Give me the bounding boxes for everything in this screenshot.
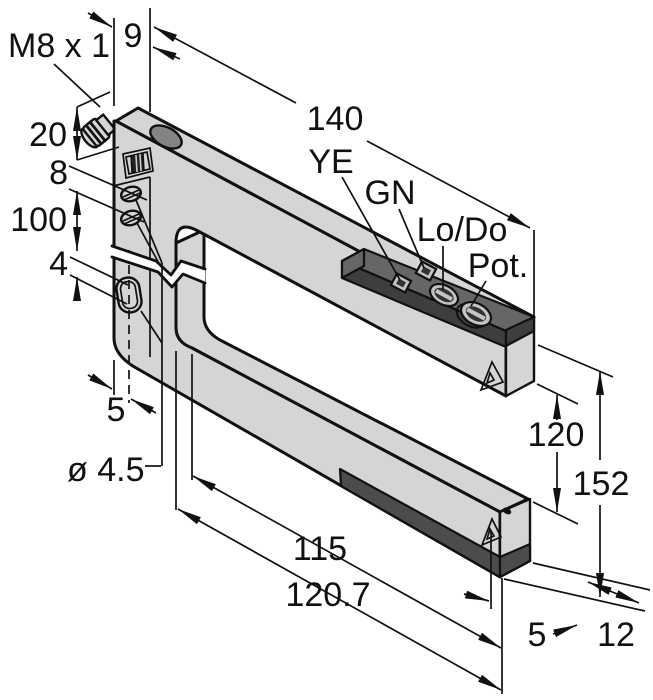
dim-140: 140 (307, 100, 364, 138)
break-cut (110, 244, 207, 289)
dim-115: 115 (293, 530, 347, 568)
dim-12: 12 (597, 616, 635, 654)
dim-5-right: 5 (528, 616, 547, 654)
top-arm-end-dark-band (504, 315, 536, 348)
warning-triangle-top-arm (479, 360, 505, 392)
plate-edge-top (112, 176, 151, 187)
dim-100: 100 (10, 201, 67, 239)
dim-4: 4 (49, 245, 68, 283)
front-face (112, 119, 508, 579)
label-ye: YE (308, 143, 353, 181)
label-pot: Pot. (468, 247, 528, 285)
dim-20: 20 (29, 116, 67, 154)
control-panel-end (340, 247, 366, 280)
dim-dia45: ø 4.5 (67, 451, 144, 489)
m8-connector (80, 113, 117, 149)
light-dark-switch-knob (428, 282, 460, 308)
end-hole (502, 507, 512, 515)
dim-120: 120 (528, 416, 585, 454)
dim-1207: 120.7 (285, 576, 370, 614)
potentiometer-knob (455, 300, 493, 329)
dim-8: 8 (49, 154, 68, 192)
labels: M8 x 1 9 140 YE GN Lo/Do Pot. 20 8 100 4… (8, 17, 635, 654)
yellow-led (389, 272, 413, 294)
green-led (414, 260, 438, 282)
label-lodo: Lo/Do (417, 211, 508, 249)
dim-9: 9 (124, 17, 143, 55)
top-oval-hole (149, 124, 183, 150)
plug-recess (122, 146, 154, 180)
dim-152: 152 (573, 465, 630, 503)
dim-5-left: 5 (107, 391, 126, 429)
label-thread: M8 x 1 (8, 27, 110, 65)
dimension-lines (53, 8, 651, 694)
label-gn: GN (365, 174, 416, 212)
sensor-body (80, 106, 536, 579)
